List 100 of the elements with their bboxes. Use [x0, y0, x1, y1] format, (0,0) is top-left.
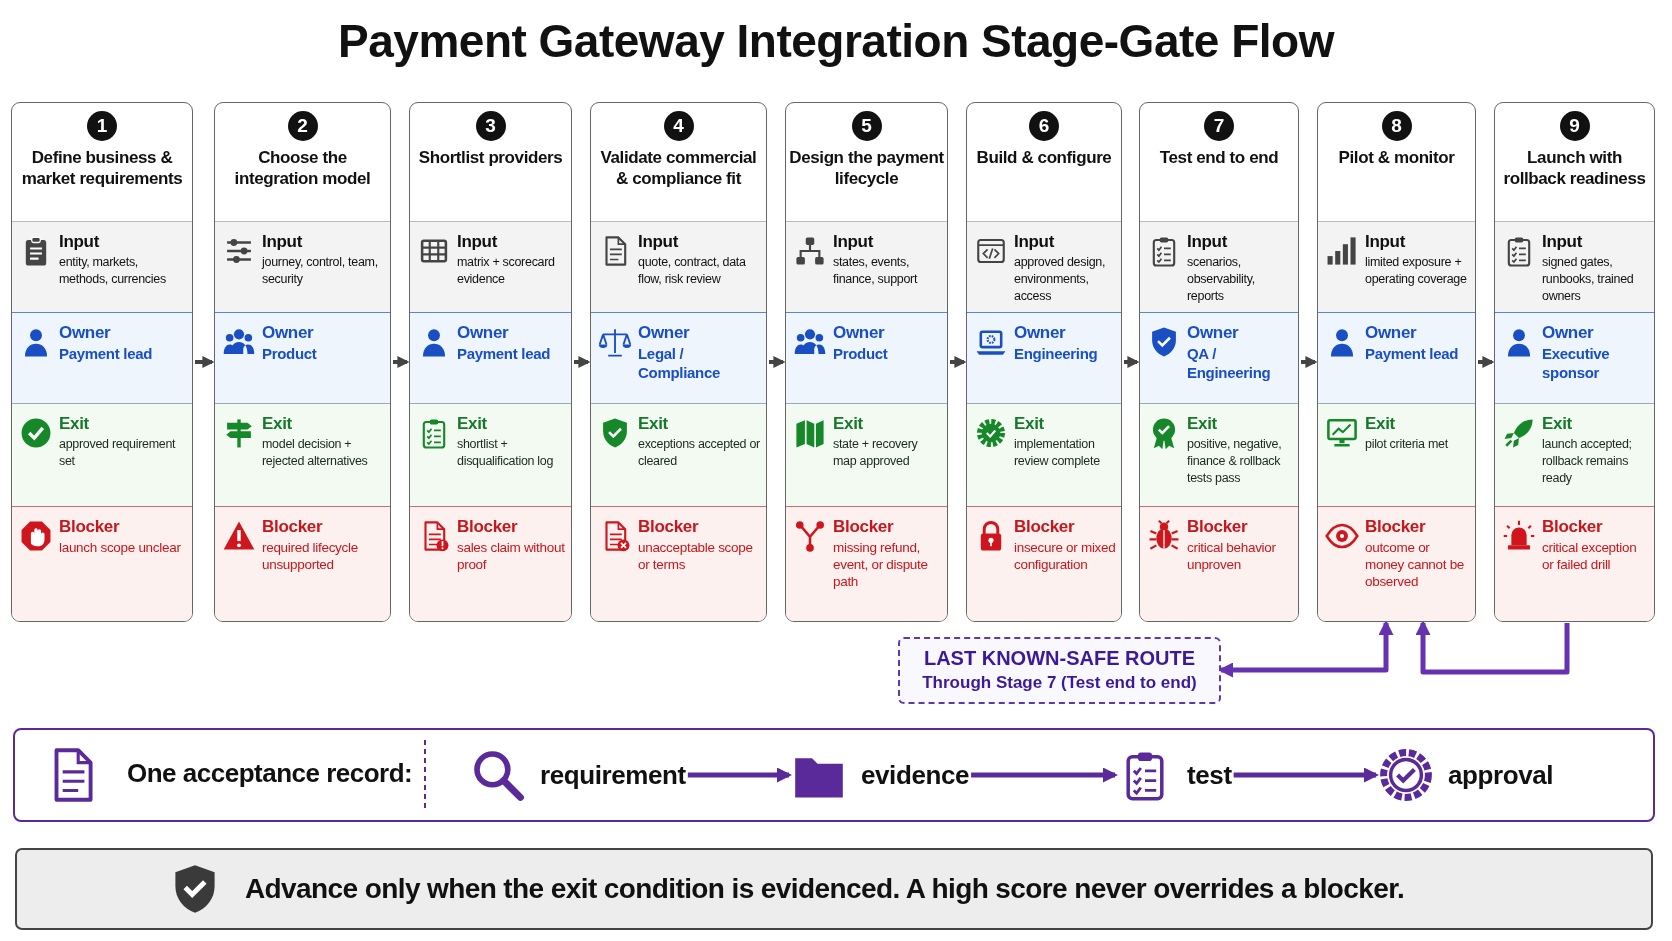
section-heading: Exit [59, 413, 90, 434]
input-panel [410, 221, 571, 313]
step-number: 7 [1204, 111, 1234, 141]
section-text: matrix + scorecard evidence [457, 254, 556, 288]
section-heading: Blocker [1542, 516, 1604, 537]
section-text: approved requirement set [59, 436, 177, 470]
exit-panel [410, 404, 571, 507]
record-label: One acceptance record: [127, 758, 413, 789]
section-heading: Owner [1187, 322, 1240, 343]
section-heading: Exit [1542, 413, 1573, 434]
section-heading: Input [1365, 231, 1407, 252]
section-text: Legal / Compliance [638, 344, 722, 382]
arrow [1301, 356, 1318, 368]
section-heading: Owner [1365, 322, 1418, 343]
input-panel [591, 221, 766, 313]
owner-panel [215, 313, 390, 404]
step-number: 2 [287, 111, 318, 141]
owner-panel [786, 313, 947, 404]
section-text: launch scope unclear [59, 539, 182, 556]
section-text: critical behavior unproven [1187, 539, 1277, 573]
stage-title: Test end to end [1158, 147, 1280, 168]
input-panel [12, 221, 192, 313]
rule-text: Advance only when the exit condition is evidenced. A high score never overrides a blocker. [245, 873, 1405, 905]
blocker-panel [967, 507, 1121, 621]
section-heading: Exit [1187, 413, 1218, 434]
acceptance-record-band [13, 728, 1655, 822]
section-text: Product [833, 344, 889, 363]
section-heading: Owner [638, 322, 691, 343]
exit-panel [591, 404, 766, 507]
exit-panel [215, 404, 390, 507]
section-heading: Exit [638, 413, 669, 434]
section-text: Product [262, 344, 318, 363]
section-heading: Blocker [833, 516, 895, 537]
input-panel [1495, 221, 1654, 313]
arrow [195, 356, 215, 368]
section-text: entity, markets, methods, currencies [59, 254, 167, 288]
section-heading: Exit [1365, 413, 1396, 434]
record-step-label: test [1187, 759, 1232, 791]
section-text: required lifecycle unsupported [262, 539, 359, 573]
section-heading: Owner [59, 322, 112, 343]
route-note-box [898, 637, 1221, 704]
route-text: Through Stage 7 (Test end to end) [921, 672, 1198, 694]
section-heading: Blocker [457, 516, 519, 537]
section-text: launch accepted; rollback remains ready [1542, 436, 1633, 487]
section-text: outcome or money cannot be observed [1365, 539, 1466, 590]
section-heading: Owner [1014, 322, 1067, 343]
step-number: 5 [851, 111, 882, 141]
stage-card [1494, 102, 1655, 622]
section-text: journey, control, team, security [262, 254, 379, 288]
section-text: shortlist + disqualification log [457, 436, 555, 470]
section-text: critical exception or failed drill [1542, 539, 1638, 573]
record-step-label: approval [1448, 759, 1554, 791]
step-number: 1 [87, 111, 117, 141]
section-heading: Exit [1014, 413, 1045, 434]
route-heading: LAST KNOWN-SAFE ROUTE [922, 646, 1197, 671]
section-text: missing refund, event, or dispute path [833, 539, 929, 590]
section-heading: Exit [457, 413, 488, 434]
input-panel [967, 221, 1121, 313]
input-panel [1140, 221, 1298, 313]
section-heading: Blocker [1365, 516, 1427, 537]
section-heading: Exit [833, 413, 864, 434]
section-heading: Input [457, 231, 499, 252]
arrow [574, 356, 591, 368]
section-text: insecure or mixed configuration [1014, 539, 1116, 573]
step-number: 6 [1029, 111, 1059, 141]
exit-panel [1140, 404, 1298, 507]
arrow [1124, 356, 1140, 368]
owner-panel [410, 313, 571, 404]
stage-card [785, 102, 948, 622]
exit-panel [1318, 404, 1475, 507]
stage-title: Shortlist providers [417, 147, 564, 168]
arrow [971, 767, 1118, 783]
step-number: 9 [1559, 111, 1590, 141]
arrow [687, 767, 792, 783]
owner-panel [12, 313, 192, 404]
section-text: limited exposure + operating coverage [1365, 254, 1468, 288]
input-panel [215, 221, 390, 313]
section-heading: Blocker [1014, 516, 1076, 537]
blocker-panel [1140, 507, 1298, 621]
blocker-panel [215, 507, 390, 621]
stage-title: Launch with rollback readiness [1502, 147, 1647, 189]
stage-title: Pilot & monitor [1337, 147, 1456, 168]
section-text: implementation review complete [1014, 436, 1101, 470]
section-heading: Input [1187, 231, 1229, 252]
stage-card [966, 102, 1122, 622]
exit-panel [786, 404, 947, 507]
input-panel [786, 221, 947, 313]
section-text: approved design, environments, access [1014, 254, 1107, 305]
record-step-label: requirement [540, 759, 686, 791]
section-text: QA / Engineering [1187, 344, 1272, 382]
exit-panel [12, 404, 192, 507]
stage-title: Choose the integration model [233, 147, 372, 189]
section-heading: Owner [833, 322, 886, 343]
stage-title: Build & configure [975, 147, 1113, 168]
arrow [393, 356, 410, 368]
owner-panel [1495, 313, 1654, 404]
blocker-panel [12, 507, 192, 621]
section-text: model decision + rejected alternatives [262, 436, 369, 470]
stage-title: Design the payment lifecycle [789, 147, 944, 189]
section-text: Payment lead [59, 344, 154, 363]
